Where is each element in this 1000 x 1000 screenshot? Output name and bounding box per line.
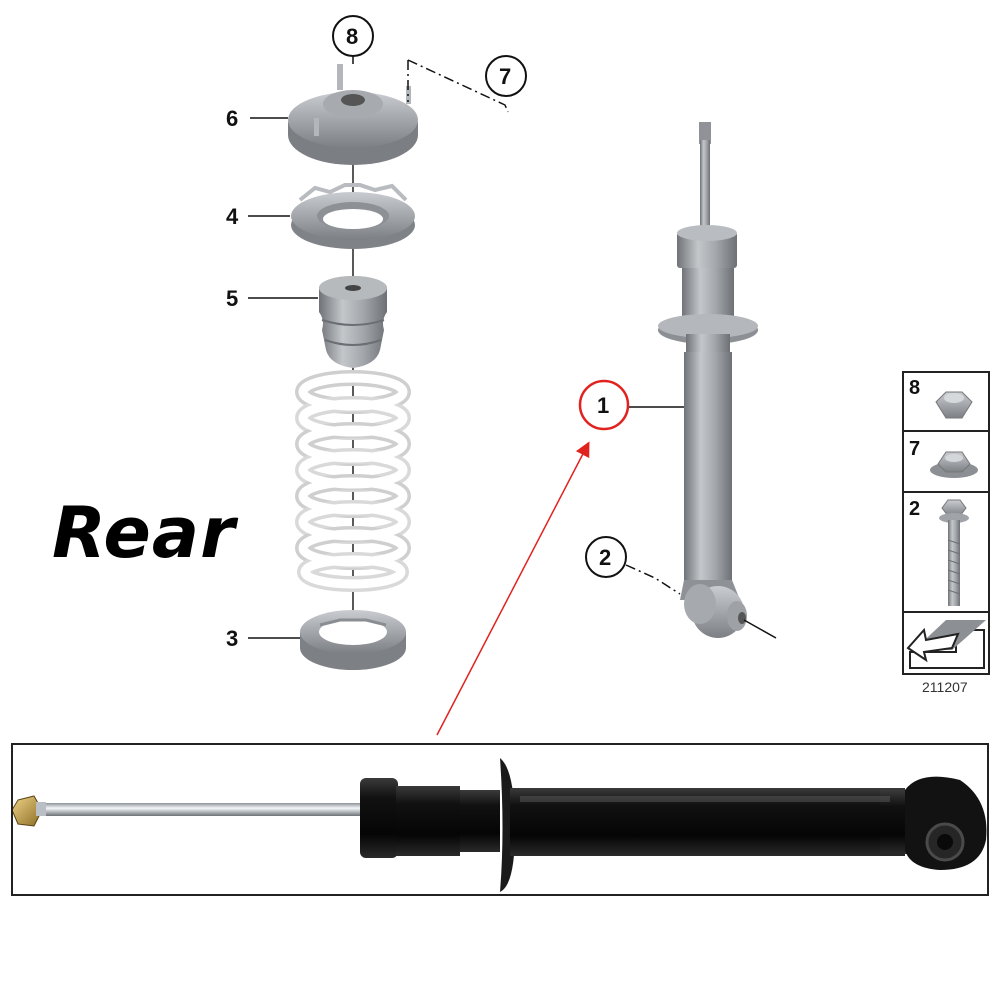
- callout-3: 3: [226, 626, 238, 651]
- callout-4: 4: [226, 204, 239, 229]
- callout-6: 6: [226, 106, 238, 131]
- shock-absorber-part: [658, 122, 758, 638]
- callout-7-circle: [485, 55, 527, 97]
- upper-spring-pad-part: [291, 183, 415, 249]
- leader-2: [625, 564, 681, 595]
- red-pointer-arrow: [436, 441, 590, 736]
- drawing-number: 211207: [922, 679, 968, 695]
- callout-2-circle: [585, 536, 627, 578]
- callout-8: 8: [346, 24, 358, 49]
- bolt-2-icon: [939, 499, 969, 606]
- callout-8-circle: [332, 15, 374, 57]
- coil-spring-highlight: [298, 373, 408, 589]
- callout-1-highlight-circle: [578, 379, 630, 431]
- bolt-axis-line: [743, 619, 777, 639]
- hardware-panel: [902, 371, 990, 675]
- callout-5: 5: [226, 286, 238, 311]
- hardware-label-2: 2: [909, 498, 920, 520]
- hardware-label-8: 8: [909, 377, 920, 399]
- product-photo-shock: [11, 758, 987, 892]
- bump-stop-part: [319, 276, 387, 368]
- lower-spring-pad-part: [300, 610, 406, 670]
- leader-7: [407, 59, 509, 113]
- nut-8-icon: [935, 391, 973, 419]
- product-photo-frame: [11, 743, 989, 896]
- top-mount-part: [288, 64, 418, 165]
- callout-7: 7: [499, 64, 511, 89]
- hardware-label-7: 7: [909, 438, 920, 460]
- callout-1: 1: [597, 393, 609, 418]
- direction-arrow-icon: [906, 620, 986, 669]
- flange-nut-7-icon: [930, 451, 978, 478]
- rear-title: Rear: [52, 492, 236, 574]
- callout-2: 2: [599, 545, 611, 570]
